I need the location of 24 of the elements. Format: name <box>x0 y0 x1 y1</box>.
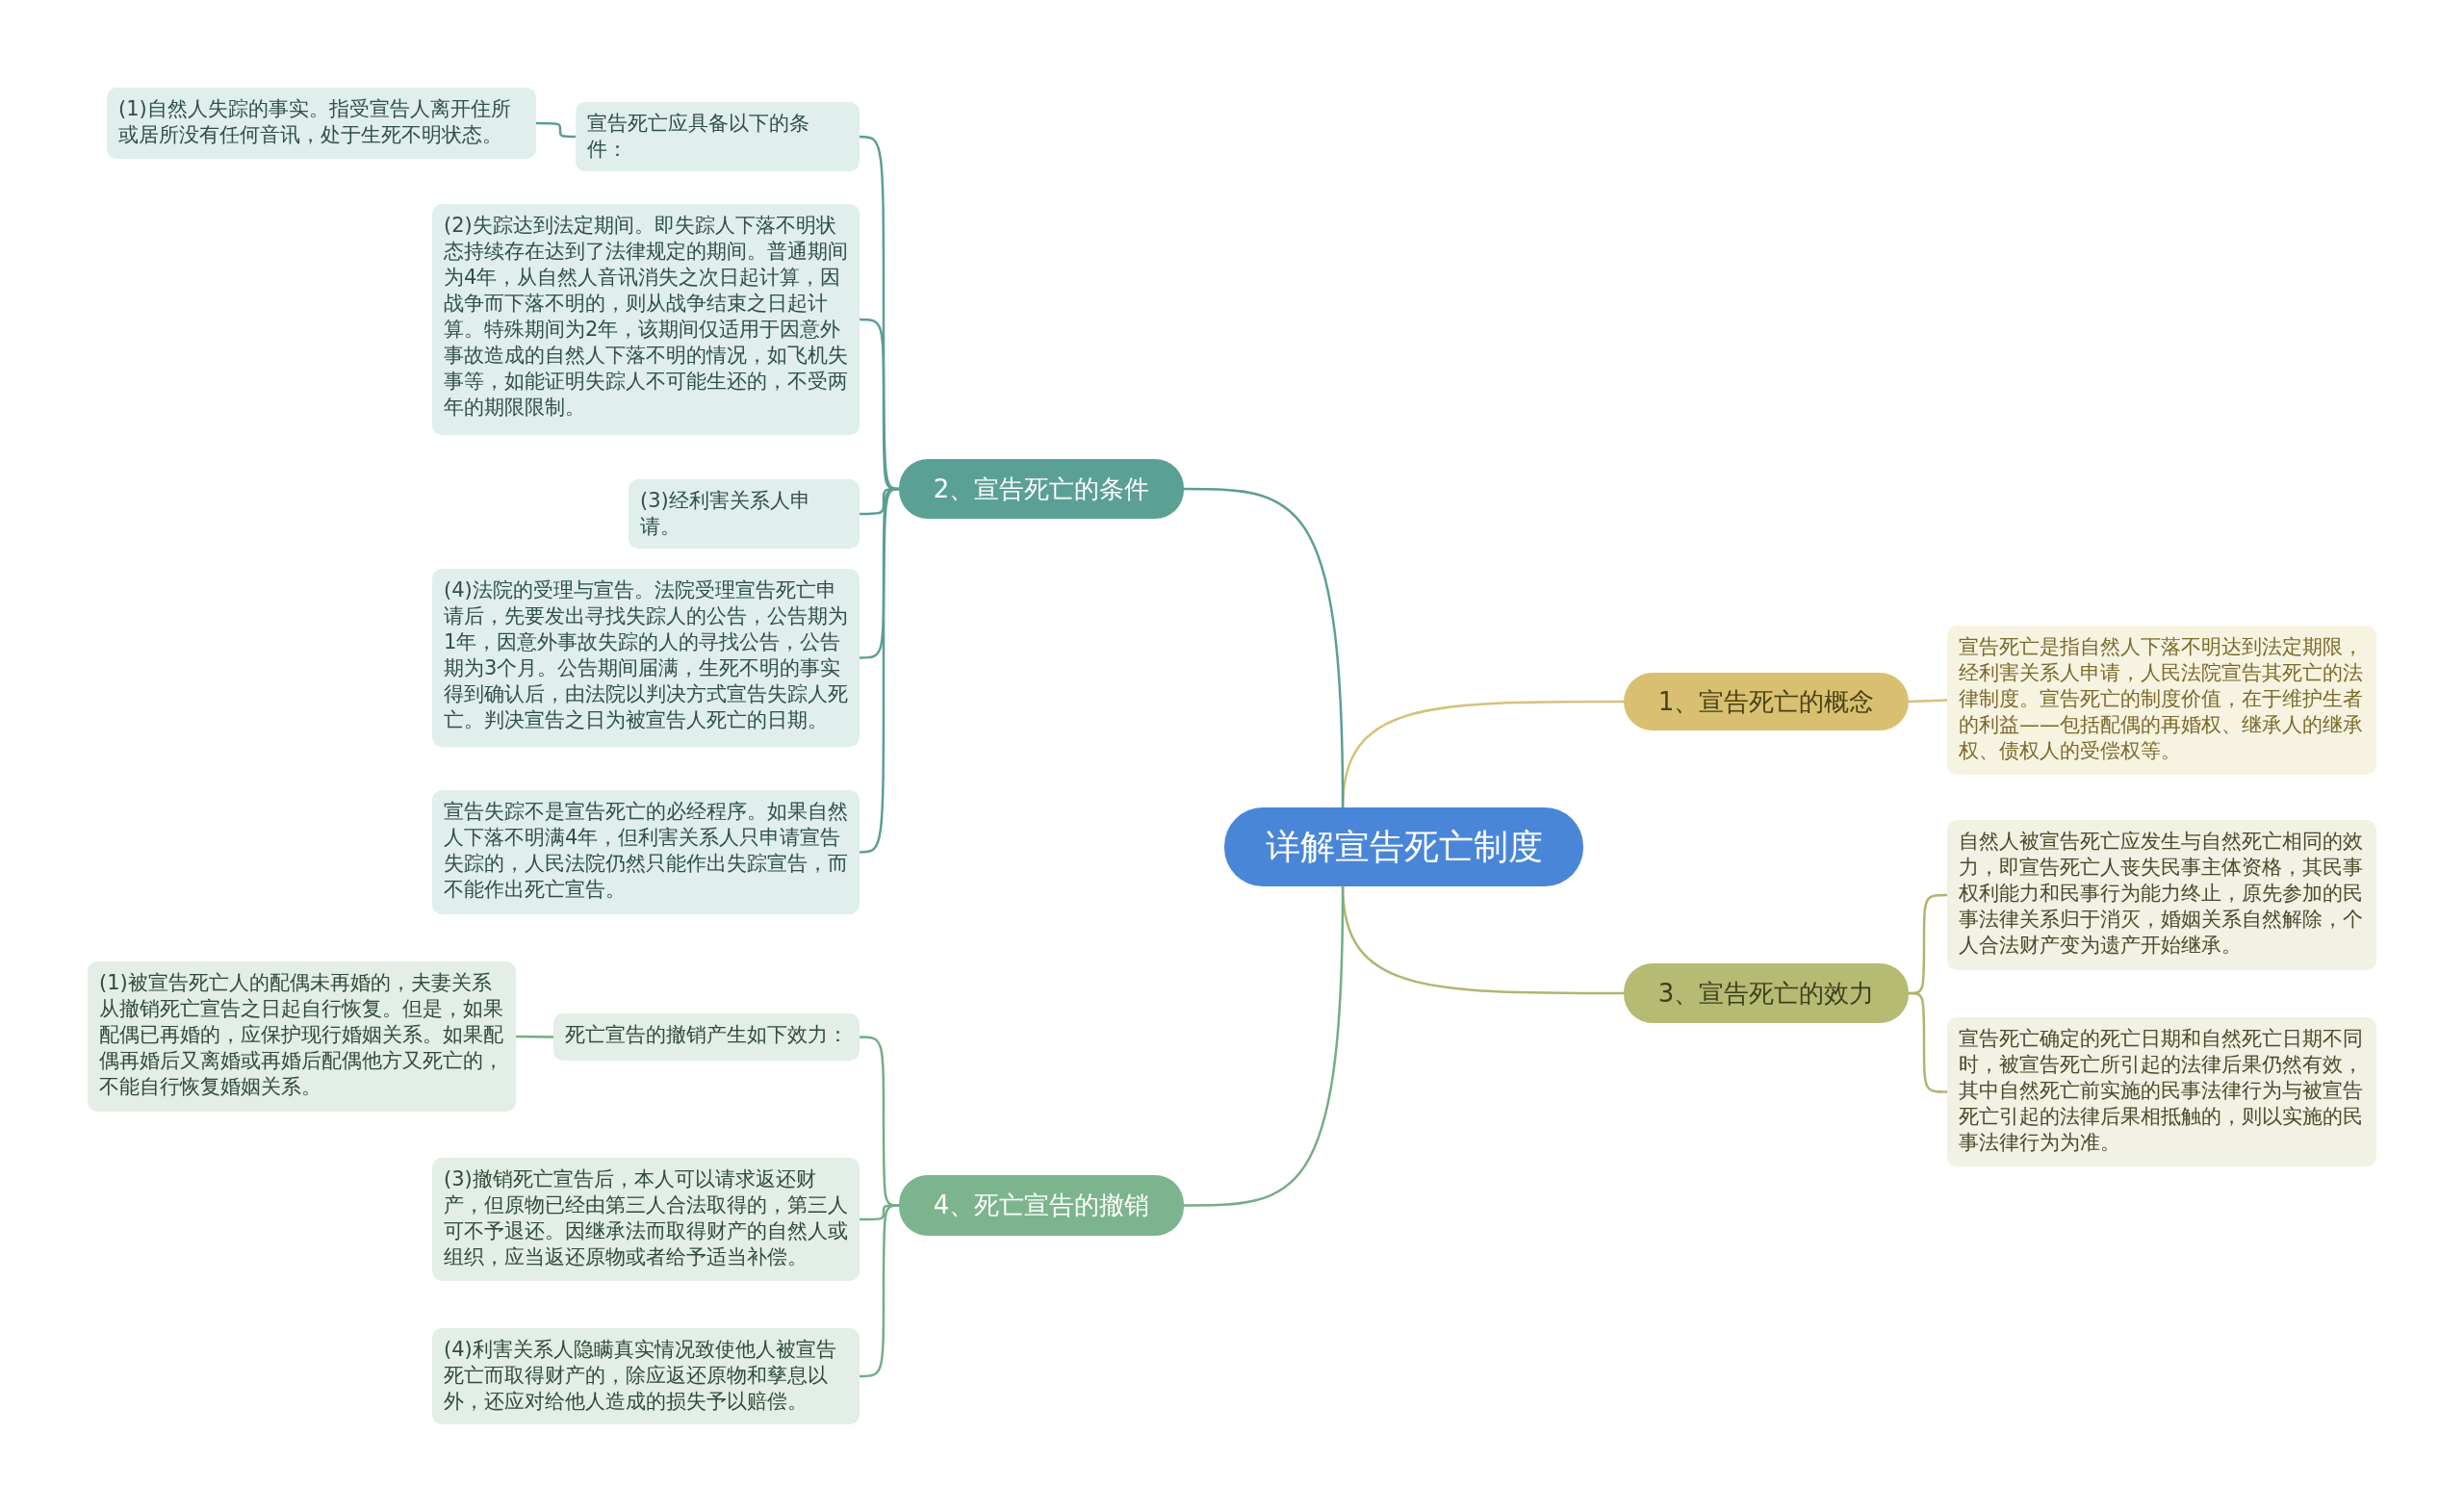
text-card: 宣告死亡确定的死亡日期和自然死亡日期不同时，被宣告死亡所引起的法律后果仍然有效，其中自然死亡前实施的民事法律行为与被宣告死亡引起的法律后果相抵触的，则以实施的民事法律行为为准。 <box>1947 1017 2376 1166</box>
branch-topic: 1、宣告死亡的概念 <box>1624 673 1909 730</box>
text-card: (4)法院的受理与宣告。法院受理宣告死亡申请后，先要发出寻找失踪人的公告，公告期为1年，因意外事故失踪的人的寻找公告，公告期为3个月。公告期间届满，生死不明的事实得到确认后，由法院以判决方式宣告失踪人死亡。判决宣告之日为被宣告人死亡的日期。 <box>432 569 860 747</box>
branch-topic: 4、死亡宣告的撤销 <box>899 1175 1184 1236</box>
text-card: 死亡宣告的撤销产生如下效力： <box>553 1013 860 1061</box>
text-card: 宣告死亡是指自然人下落不明达到法定期限，经利害关系人申请，人民法院宣告其死亡的法律制度。宣告死亡的制度价值，在于维护生者的利益——包括配偶的再婚权、继承人的继承权、债权人的受偿权等。 <box>1947 626 2376 775</box>
text-card: 自然人被宣告死亡应发生与自然死亡相同的效力，即宣告死亡人丧失民事主体资格，其民事权利能力和民事行为能力终止，原先参加的民事法律关系归于消灭，婚姻关系自然解除，个人合法财产变为遗产开始继承。 <box>1947 820 2376 970</box>
text-card: (4)利害关系人隐瞒真实情况致使他人被宣告死亡而取得财产的，除应返还原物和孳息以外，还应对给他人造成的损失予以赔偿。 <box>432 1328 860 1424</box>
connector-line <box>536 121 576 139</box>
text-card: (1)被宣告死亡人的配偶未再婚的，夫妻关系从撤销死亡宣告之日起自行恢复。但是，如果配偶已再婚的，应保护现行婚姻关系。如果配偶再婚后又离婚或再婚后配偶他方又死亡的，不能自行恢复婚姻关系。 <box>88 961 516 1112</box>
text-card: (1)自然人失踪的事实。指受宣告人离开住所或居所没有任何音讯，处于生死不明状态。 <box>107 88 536 159</box>
text-card: (2)失踪达到法定期间。即失踪人下落不明状态持续存在达到了法律规定的期间。普通期间为4年，从自然人音讯消失之次日起计算，因战争而下落不明的，则从战争结束之日起计算。特殊期间为2年，该期间仅适用于因意外事故造成的自然人下落不明的情况，如飞机失事等，如能证明失踪人不可能生还的，不受两年的期限限制。 <box>432 204 860 435</box>
connector-line <box>859 487 900 854</box>
connector-line <box>1908 699 1948 704</box>
central-topic: 详解宣告死亡制度 <box>1224 807 1583 886</box>
connector-line <box>1184 886 1345 1207</box>
text-card: 宣告失踪不是宣告死亡的必经程序。如果自然人下落不明满4年，但利害关系人只申请宣告失踪的，人民法院仍然只能作出失踪宣告，而不能作出死亡宣告。 <box>432 790 860 914</box>
connector-line <box>516 1035 553 1038</box>
branch-topic: 3、宣告死亡的效力 <box>1624 963 1909 1023</box>
text-card: 宣告死亡应具备以下的条件： <box>576 102 860 171</box>
branch-topic: 2、宣告死亡的条件 <box>899 459 1184 519</box>
text-card: (3)撤销死亡宣告后，本人可以请求返还财产，但原物已经由第三人合法取得的，第三人可不予退还。因继承法而取得财产的自然人或组织，应当返还原物或者给予适当补偿。 <box>432 1158 860 1281</box>
text-card: (3)经利害关系人申请。 <box>629 479 860 549</box>
connector-line <box>1184 487 1345 807</box>
